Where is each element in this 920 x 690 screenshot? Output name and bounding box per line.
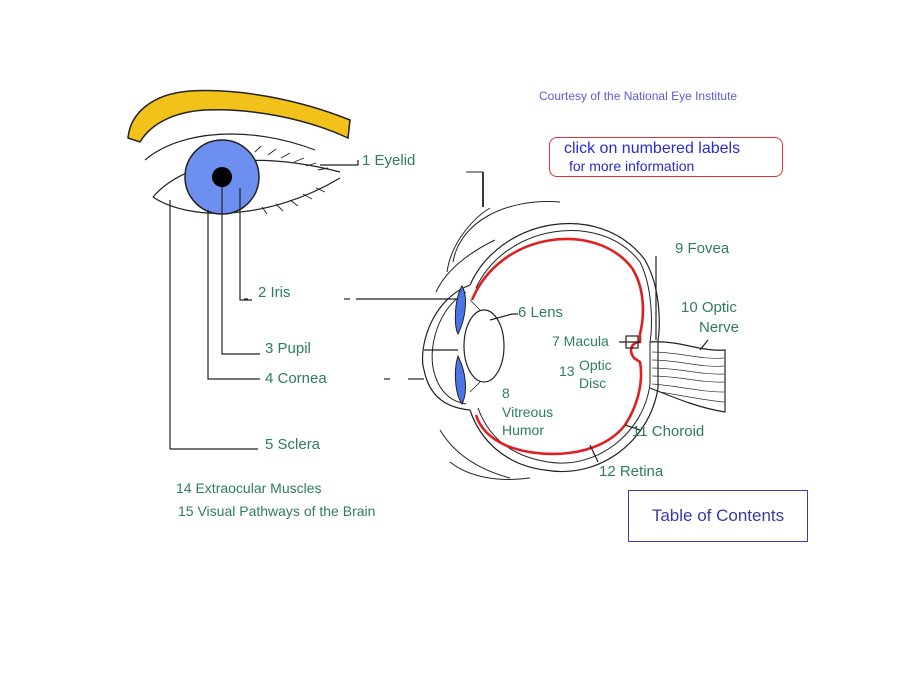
optic-nerve-shape	[649, 341, 726, 413]
label-iris[interactable]: 2 Iris	[258, 284, 291, 301]
optic-nerve-fibers	[651, 351, 725, 403]
label-choroid[interactable]: 11 Choroid	[632, 423, 705, 440]
section-leader-lines	[356, 256, 709, 463]
lower-lid-section	[439, 429, 511, 479]
sclera-outline	[469, 223, 660, 472]
label-cornea[interactable]: 4 Cornea	[265, 370, 327, 387]
upper-lid-section	[452, 201, 561, 263]
label-optic-disc-number[interactable]: 13	[559, 363, 575, 379]
label-optic-disc-line2[interactable]: Disc	[579, 375, 607, 391]
cornea-shape	[421, 284, 471, 411]
label-pupil[interactable]: 3 Pupil	[265, 340, 311, 357]
table-of-contents-label: Table of Contents	[651, 506, 785, 525]
label-retina[interactable]: 12 Retina	[599, 463, 664, 480]
label-sclera[interactable]: 5 Sclera	[265, 436, 321, 453]
label-visual-pathways[interactable]: 15 Visual Pathways of the Brain	[178, 503, 376, 519]
eyelid-crease	[144, 133, 316, 161]
tick-marks	[244, 298, 390, 380]
iris-section-bottom	[454, 354, 466, 405]
iris-section-top	[454, 285, 466, 336]
eyelashes	[254, 145, 329, 215]
label-macula[interactable]: 7 Macula	[552, 333, 609, 349]
lens-shape	[463, 309, 505, 383]
label-vitreous-line2[interactable]: Humor	[502, 422, 545, 438]
table-of-contents-button[interactable]: Table of Contents	[628, 490, 808, 542]
retina-shape	[470, 237, 645, 456]
label-lens[interactable]: 6 Lens	[518, 304, 564, 321]
label-eyelid[interactable]: 1 Eyelid	[362, 152, 416, 169]
label-optic-nerve-line2[interactable]: Nerve	[699, 319, 740, 336]
instruction-line-2: for more information	[569, 158, 695, 174]
upper-lid-section-2	[446, 207, 491, 273]
label-fovea[interactable]: 9 Fovea	[675, 240, 730, 257]
pupil-shape	[212, 167, 232, 187]
eyebrow	[127, 89, 351, 143]
instruction-box: click on numbered labels for more inform…	[549, 137, 783, 177]
label-optic-nerve-line1[interactable]: 10 Optic	[681, 299, 737, 316]
label-vitreous-number[interactable]: 8	[502, 385, 510, 401]
label-optic-disc-line1[interactable]: Optic	[579, 357, 612, 373]
label-extraocular-muscles[interactable]: 14 Extraocular Muscles	[176, 480, 322, 496]
label-vitreous-line1[interactable]: Vitreous	[502, 404, 554, 420]
credit-text: Courtesy of the National Eye Institute	[539, 89, 738, 103]
front-leader-lines	[169, 160, 359, 450]
instruction-line-1: click on numbered labels	[564, 140, 741, 157]
